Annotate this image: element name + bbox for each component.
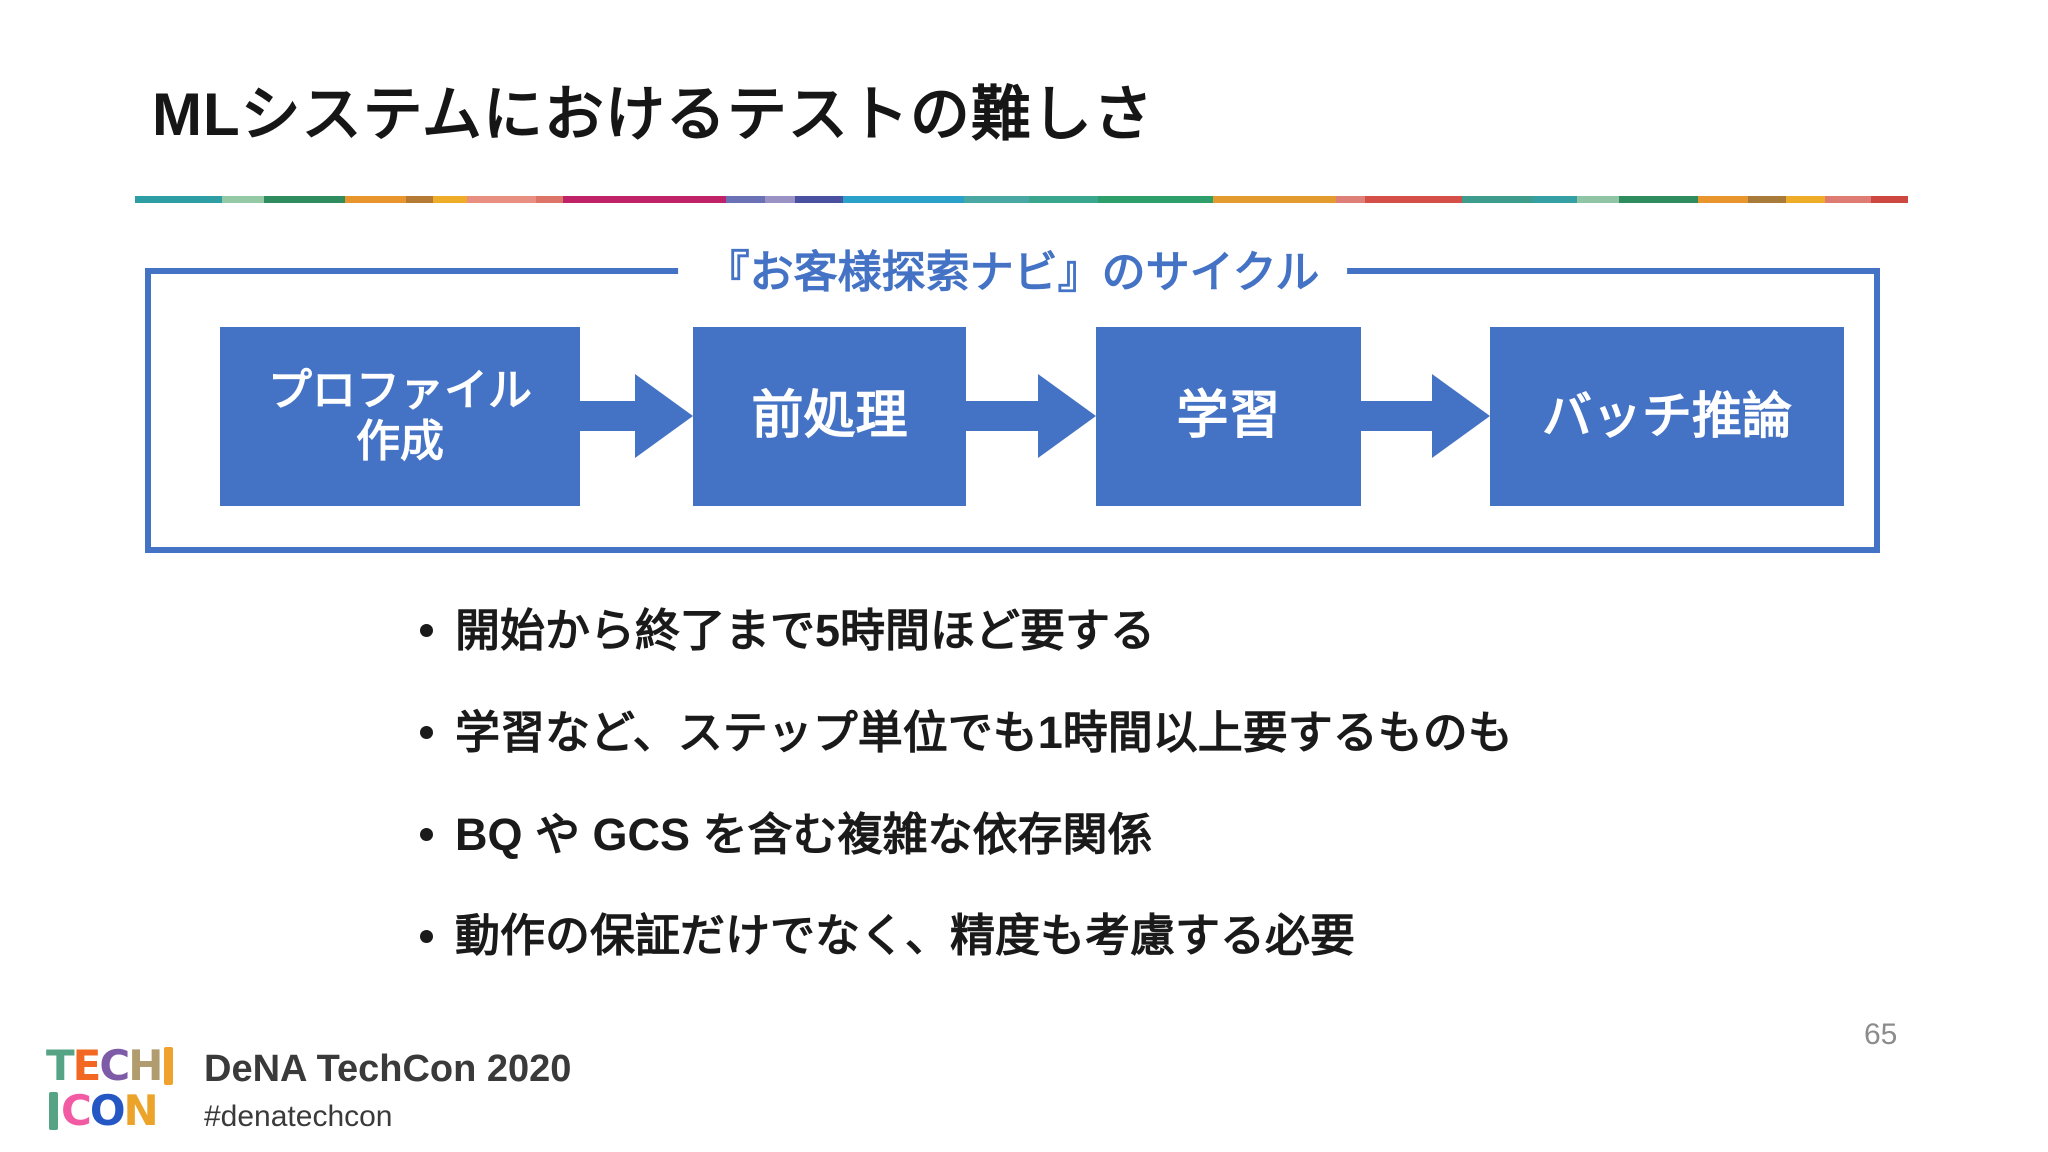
cycle-diagram-label: 『お客様探索ナビ』のサイクル: [677, 236, 1348, 300]
flow-arrow: [966, 374, 1096, 458]
bullet-dot: [420, 624, 433, 638]
bullet-list: 開始から終了まで5時間ほど要する 学習など、ステップ単位でも1時間以上要するもの…: [420, 605, 1513, 1012]
logo-letter: C: [99, 1041, 130, 1090]
divider-segment: [1029, 196, 1098, 203]
bullet-item: 開始から終了まで5時間ほど要する: [420, 605, 1513, 657]
divider-segment: [536, 196, 563, 203]
bullet-text: BQ や GCS を含む複雑な依存関係: [455, 808, 1153, 860]
divider-segment: [964, 196, 1029, 203]
bullet-text: 学習など、ステップ単位でも1時間以上要するものも: [455, 706, 1513, 758]
rainbow-divider: [135, 196, 1908, 203]
divider-segment: [1533, 196, 1577, 203]
divider-segment: [1698, 196, 1748, 203]
logo-letter: E: [72, 1041, 102, 1090]
divider-segment: [433, 196, 467, 203]
divider-segment: [264, 196, 345, 203]
flow-arrow: [580, 374, 693, 458]
arrow-head-icon: [1432, 374, 1490, 458]
divider-segment: [1748, 196, 1786, 203]
slide-title: MLシステムにおけるテストの難しさ: [152, 81, 1154, 148]
flow-arrow: [1361, 374, 1490, 458]
divider-segment: [1365, 196, 1462, 203]
divider-segment: [1619, 196, 1698, 203]
divider-segment: [1098, 196, 1213, 203]
divider-segment: [345, 196, 406, 203]
divider-segment: [1336, 196, 1365, 203]
logo-bar: [164, 1047, 174, 1085]
divider-segment: [563, 196, 726, 203]
bullet-dot: [420, 726, 433, 740]
arrow-stem: [580, 401, 635, 431]
divider-segment: [1577, 196, 1619, 203]
logo-letter: C: [61, 1086, 92, 1135]
divider-segment: [222, 196, 264, 203]
divider-segment: [1462, 196, 1533, 203]
arrow-head-icon: [1038, 374, 1096, 458]
bullet-item: 学習など、ステップ単位でも1時間以上要するものも: [420, 707, 1513, 759]
divider-segment: [843, 196, 964, 203]
page-number: 65: [1864, 1018, 1898, 1051]
logo-letter: N: [123, 1086, 159, 1135]
bullet-item: 動作の保証だけでなく、精度も考慮する必要: [420, 910, 1513, 962]
step-box-training: 学習: [1096, 327, 1361, 506]
event-name: DeNA TechCon 2020: [204, 1048, 572, 1090]
divider-segment: [467, 196, 536, 203]
cycle-diagram: 『お客様探索ナビ』のサイクル プロファイル 作成 前処理 学習 バッチ推論: [145, 236, 1880, 553]
arrow-stem: [1361, 401, 1432, 431]
bullet-text: 動作の保証だけでなく、精度も考慮する必要: [455, 910, 1356, 962]
bullet-item: BQ や GCS を含む複雑な依存関係: [420, 809, 1513, 861]
step-box-preprocessing: 前処理: [693, 327, 966, 506]
divider-segment: [406, 196, 433, 203]
bullet-text: 開始から終了まで5時間ほど要する: [455, 605, 1156, 656]
divider-segment: [1213, 196, 1336, 203]
bullet-dot: [420, 827, 433, 841]
step-box-profile-creation: プロファイル 作成: [220, 327, 580, 506]
divider-segment: [1786, 196, 1825, 203]
divider-segment: [726, 196, 765, 203]
logo-letter: T: [46, 1041, 75, 1090]
divider-segment: [1825, 196, 1871, 203]
logo-letter: H: [128, 1041, 163, 1090]
step-box-batch-inference: バッチ推論: [1490, 327, 1844, 506]
divider-segment: [765, 196, 795, 203]
arrow-stem: [966, 401, 1038, 431]
logo-bar: [49, 1092, 58, 1130]
bullet-dot: [420, 929, 433, 943]
divider-segment: [135, 196, 222, 203]
divider-segment: [795, 196, 843, 203]
event-hashtag: #denatechcon: [204, 1100, 393, 1133]
arrow-head-icon: [635, 374, 693, 458]
logo-letter: O: [89, 1086, 126, 1135]
divider-segment: [1871, 196, 1908, 203]
